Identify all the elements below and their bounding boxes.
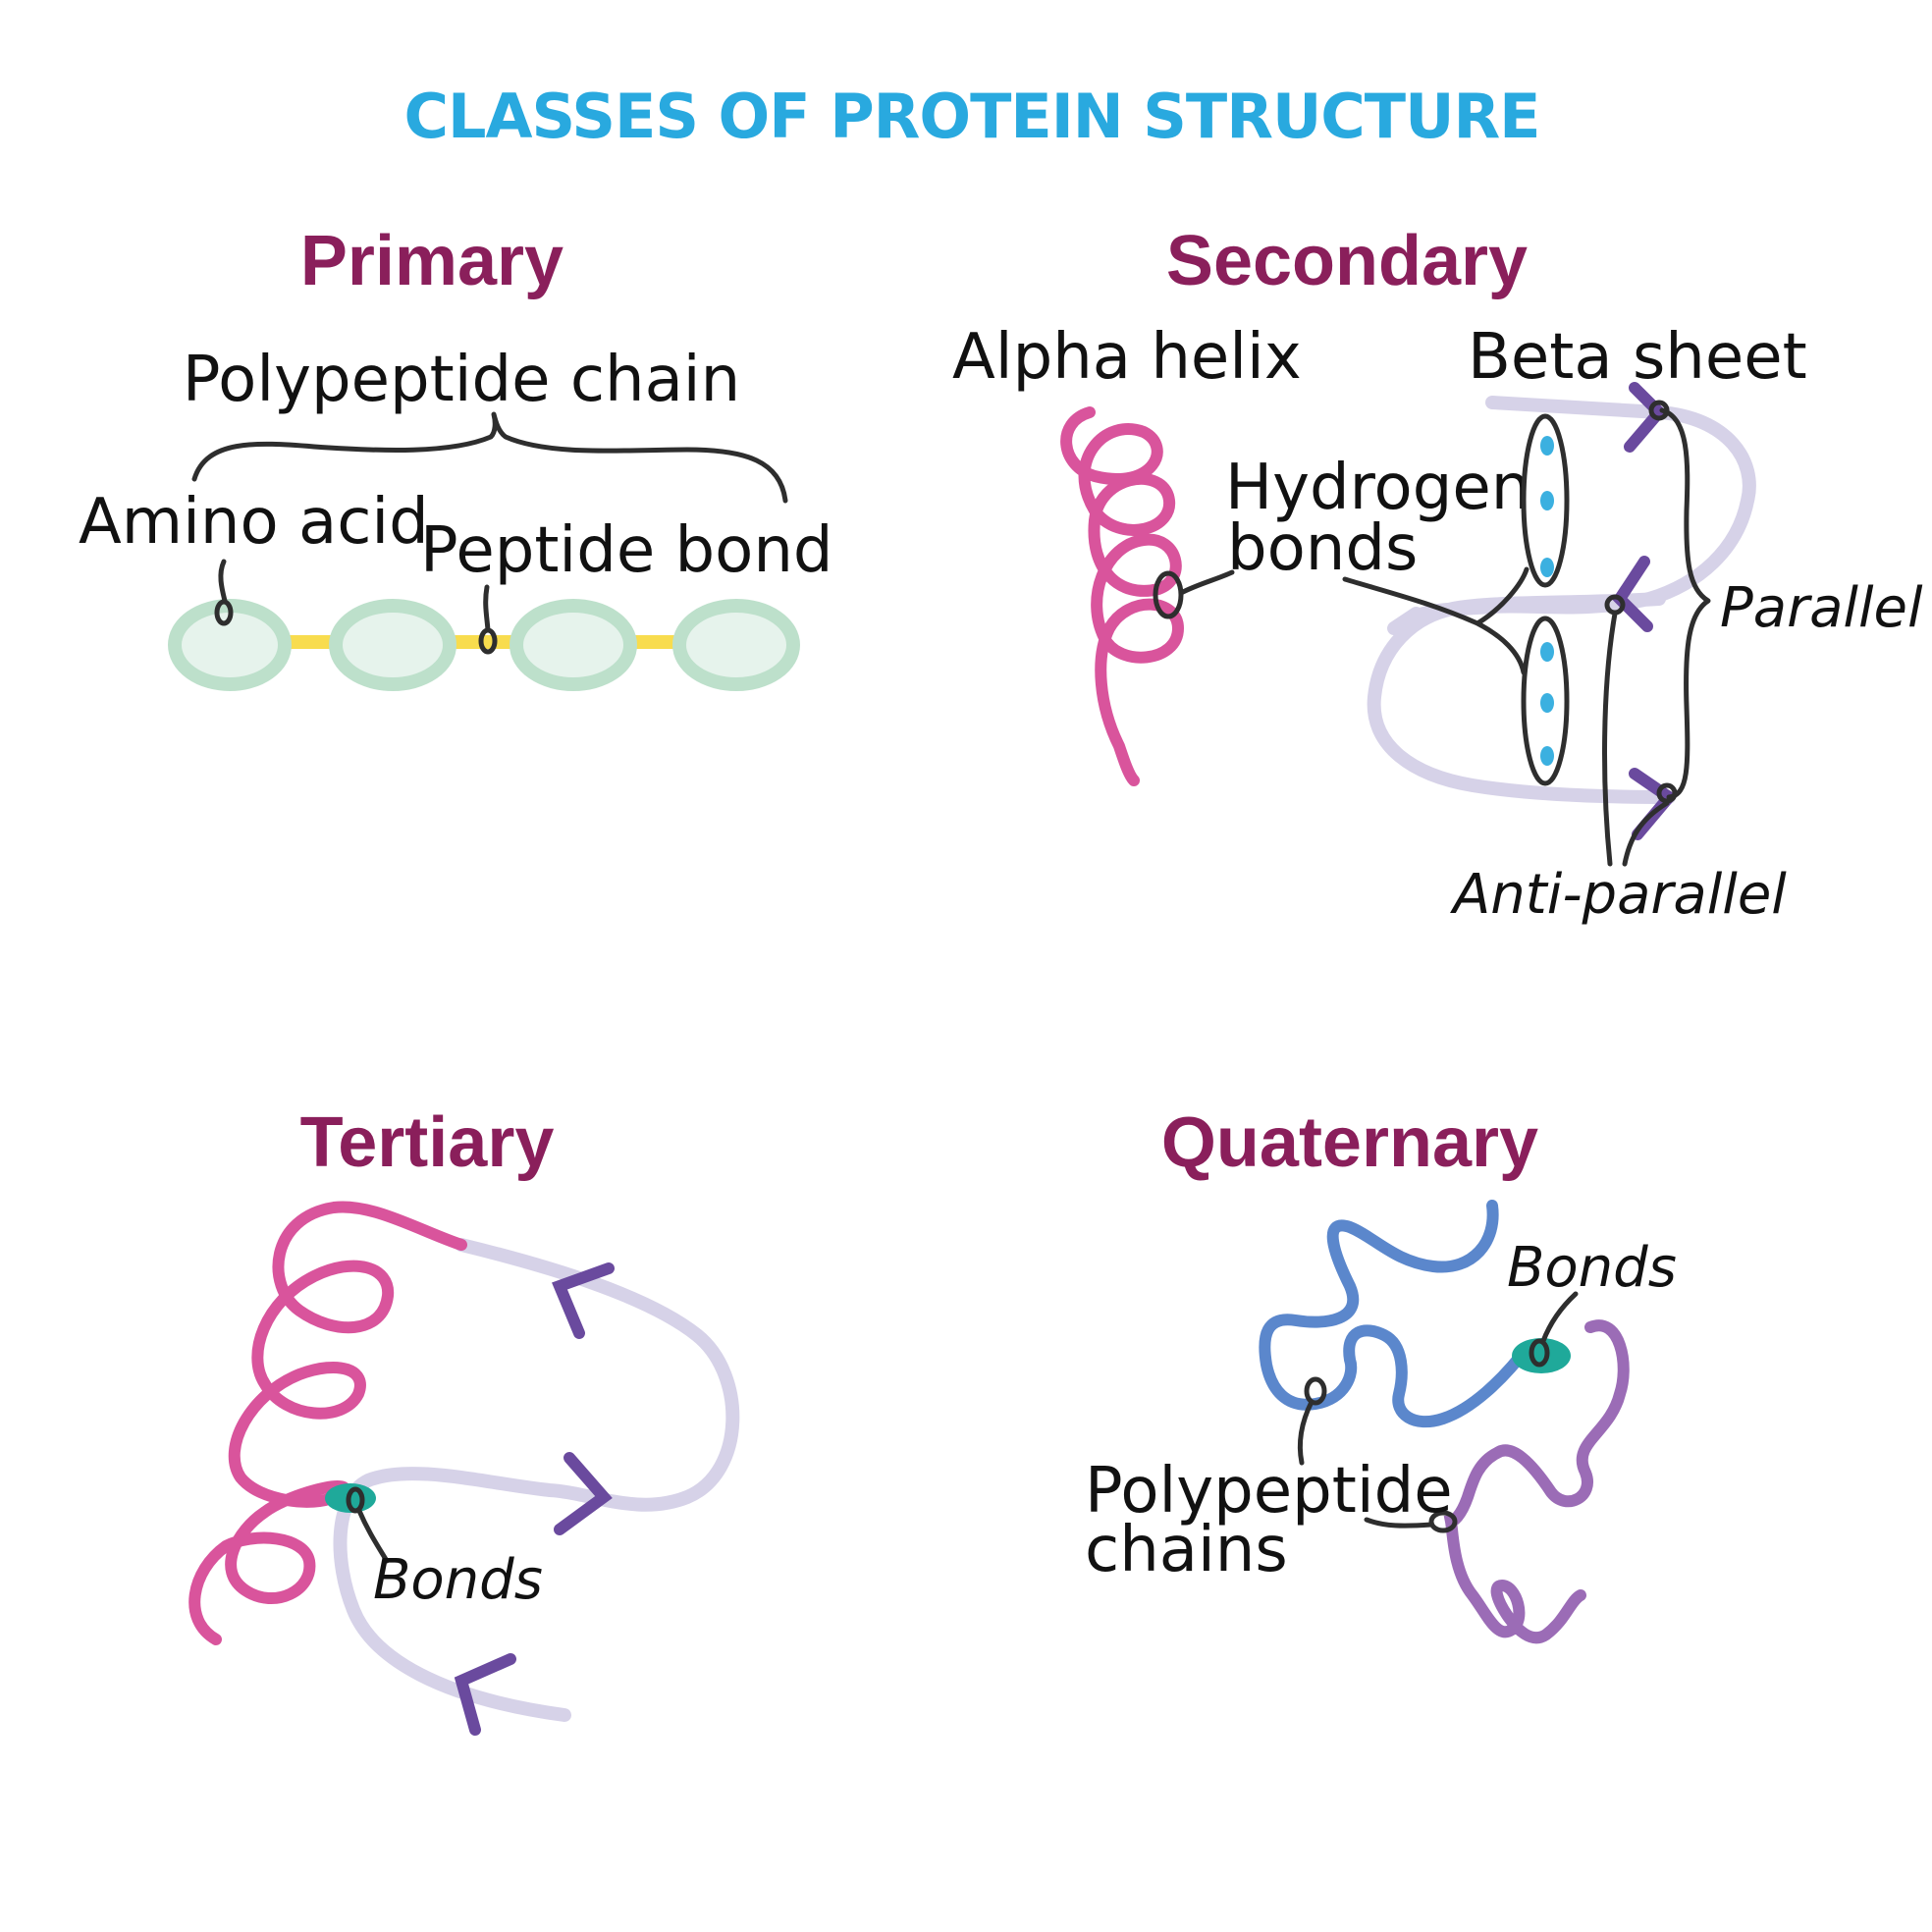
- tertiary-arrow-middle: [554, 1452, 613, 1535]
- polypeptide-chains-label-line1: Polypeptide: [1085, 1455, 1453, 1528]
- anti-parallel-pointer-2: [1622, 800, 1670, 867]
- amino-acids: [168, 599, 800, 691]
- tertiary-strand: [333, 1238, 740, 1722]
- polypeptide-chains-label-line2: chains: [1085, 1514, 1288, 1586]
- beta-sheet-label: Beta sheet: [1468, 321, 1807, 394]
- parallel-brace: [1659, 407, 1711, 800]
- hydrogen-bonds-pointer-helix: [1178, 569, 1235, 596]
- hydrogen-bonds-label-line1: Hydrogen: [1225, 452, 1530, 524]
- peptide-bond-pointer-ring: [478, 627, 498, 655]
- beta-hydrogen-bond-oval-top: [1521, 413, 1570, 588]
- quaternary-bond-highlight: [1512, 1338, 1571, 1373]
- quaternary-chain-blue: [1259, 1200, 1528, 1428]
- beta-arrow-top: [1624, 382, 1668, 453]
- amino-acid-2: [329, 599, 456, 691]
- parallel-pointer-ring-top: [1648, 400, 1670, 421]
- tertiary-bonds-pointer: [356, 1508, 390, 1564]
- tertiary-helix: [188, 1201, 467, 1645]
- alpha-helix-coil: [1060, 406, 1185, 786]
- hydrogen-bonds-label-line2: bonds: [1227, 512, 1418, 585]
- chain-pointer-purple: [1364, 1517, 1434, 1529]
- hydrogen-bonds-pointer-beta: [1342, 566, 1530, 675]
- secondary-heading: Secondary: [1166, 222, 1528, 300]
- secondary-panel: Secondary Alpha helix Beta sheet Hydroge…: [952, 222, 1923, 927]
- primary-heading: Primary: [300, 222, 564, 300]
- tertiary-panel: Tertiary Bonds: [188, 1103, 740, 1736]
- chain-pointer-ring-purple: [1428, 1510, 1458, 1533]
- alpha-helix-label: Alpha helix: [952, 321, 1302, 394]
- peptide-bond-label: Peptide bond: [420, 514, 833, 587]
- quaternary-panel: Quaternary Bonds Polypeptide chains: [1085, 1103, 1677, 1644]
- anti-parallel-pointer-1: [1602, 611, 1618, 867]
- quaternary-bond-ring: [1529, 1338, 1550, 1368]
- hydrogen-dot-6: [1540, 746, 1554, 766]
- chain-pointer-blue: [1297, 1399, 1315, 1466]
- peptide-bond-pointer: [483, 584, 491, 633]
- tertiary-bonds-label: Bonds: [373, 1548, 543, 1612]
- primary-panel: Primary Polypeptide chain Amino acid Pep…: [79, 222, 833, 691]
- hydrogen-dot-3: [1540, 558, 1554, 577]
- tertiary-arrow-top: [552, 1262, 615, 1339]
- polypeptide-brace: [191, 411, 788, 504]
- diagram-title: CLASSES OF PROTEIN STRUCTURE: [403, 80, 1539, 152]
- amino-acid-pointer-ring: [214, 599, 234, 626]
- tertiary-heading: Tertiary: [300, 1103, 555, 1182]
- hydrogen-dot-1: [1540, 436, 1554, 456]
- parallel-label: Parallel: [1720, 576, 1923, 640]
- anti-parallel-label: Anti-parallel: [1450, 863, 1787, 927]
- amino-acid-pointer: [218, 559, 228, 604]
- hydrogen-dot-2: [1540, 491, 1554, 510]
- hydrogen-bond-dots: [1540, 436, 1554, 766]
- beta-hydrogen-bond-oval-bottom: [1521, 616, 1570, 786]
- quaternary-heading: Quaternary: [1161, 1103, 1538, 1182]
- tertiary-bond-ring: [346, 1486, 365, 1514]
- beta-strand-path: [1367, 396, 1756, 804]
- polypeptide-chain-label: Polypeptide chain: [183, 344, 740, 416]
- tertiary-arrows: [454, 1262, 615, 1736]
- amino-acid-3: [510, 599, 637, 691]
- amino-acid-label: Amino acid: [79, 486, 429, 559]
- hydrogen-dot-5: [1540, 693, 1554, 713]
- quaternary-bonds-label: Bonds: [1507, 1236, 1677, 1300]
- hydrogen-dot-4: [1540, 642, 1554, 662]
- beta-arrows: [1612, 382, 1678, 840]
- tertiary-arrow-bottom: [454, 1653, 516, 1736]
- amino-acid-4: [672, 599, 800, 691]
- quaternary-bonds-pointer: [1540, 1291, 1579, 1344]
- chain-pointer-ring-blue: [1304, 1376, 1327, 1406]
